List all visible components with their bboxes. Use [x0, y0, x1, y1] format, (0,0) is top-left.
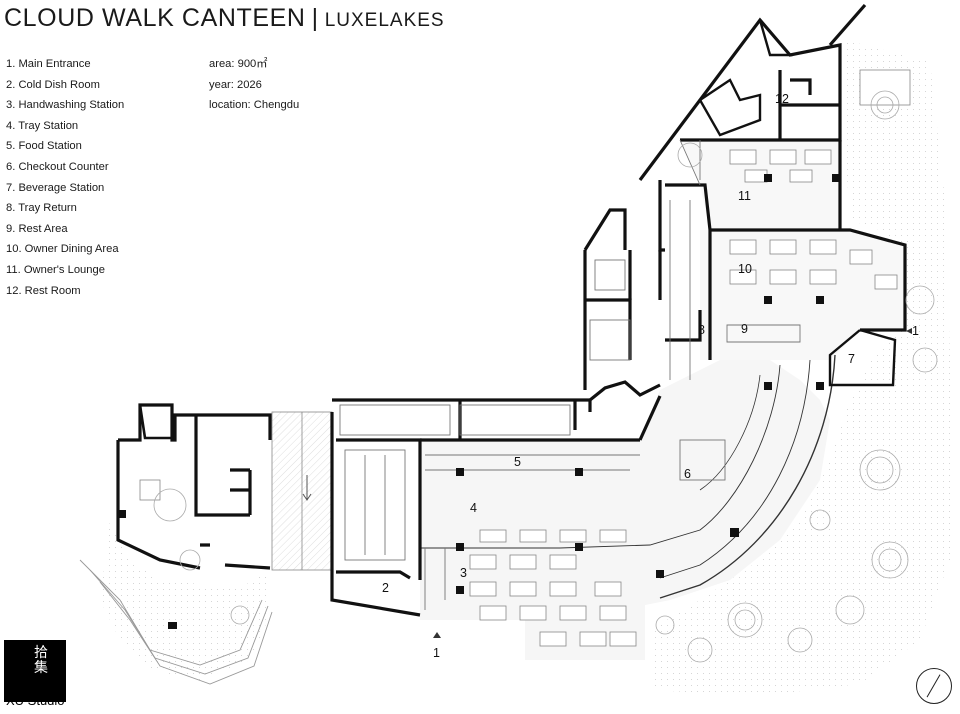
planting-and-round-tables: [153, 90, 938, 663]
room-label-entrance-east: 1: [912, 324, 919, 338]
entrance-arrow-south-icon: [433, 632, 441, 638]
dining-tables: [139, 69, 911, 647]
info-location: location: Chengdu: [209, 99, 300, 112]
room-label-rest-area: 9: [741, 322, 748, 336]
studio-name: XU Studio: [6, 693, 65, 708]
room-label-checkout: 6: [684, 467, 691, 481]
room-label-tray-station: 4: [470, 501, 477, 515]
room-label-entrance-south: 1: [433, 646, 440, 660]
title-main: CLOUD WALK CANTEEN: [4, 4, 306, 32]
entrance-arrow-east-icon: [906, 328, 912, 334]
legend-item: 6. Checkout Counter: [6, 160, 109, 173]
room-label-tray-return: 8: [698, 323, 705, 337]
room-label-owner-dining: 10: [738, 262, 752, 276]
info-year: year: 2026: [209, 78, 262, 91]
legend-item: 11. Owner's Lounge: [6, 263, 105, 276]
curved-facade: [420, 354, 836, 599]
legend-item: 2. Cold Dish Room: [6, 78, 100, 91]
project-info: area: 900㎡ year: 2026 location: Chengdu: [209, 54, 299, 116]
landscape-paving: [79, 40, 952, 696]
room-legend: 1. Main Entrance 2. Cold Dish Room 3. Ha…: [6, 54, 124, 301]
legend-item: 4. Tray Station: [6, 119, 79, 132]
room-label-owner-lounge: 11: [738, 189, 751, 203]
room-label-rest-room: 12: [775, 92, 789, 106]
title-sub: LUXELAKES: [324, 10, 445, 31]
info-area: area: 900㎡: [209, 58, 268, 70]
title-separator: |: [311, 4, 319, 32]
legend-item: 9. Rest Area: [6, 222, 68, 235]
room-numbers: 1 1 2 3 4 5 6 7 8 9 10 11 12: [382, 92, 919, 660]
room-label-handwash: 3: [460, 566, 467, 580]
legend-item: 10. Owner Dining Area: [6, 243, 119, 256]
legend-item: 1. Main Entrance: [6, 58, 91, 70]
entrance-arrows: [433, 328, 912, 638]
legend-item: 5. Food Station: [6, 140, 82, 153]
room-label-cold-dish: 2: [382, 581, 389, 595]
drawing-title: CLOUD WALK CANTEEN|LUXELAKES: [4, 4, 445, 33]
room-label-beverage: 7: [848, 352, 855, 366]
north-arrow-icon: [916, 668, 952, 704]
room-label-food-station: 5: [514, 455, 521, 469]
legend-item: 8. Tray Return: [6, 202, 77, 215]
north-arrow-needle: [926, 674, 941, 698]
logo-glyph: 拾集: [34, 645, 48, 676]
legend-item: 3. Handwashing Station: [6, 99, 125, 112]
legend-item: 7. Beverage Station: [6, 181, 105, 194]
legend-item: 12. Rest Room: [6, 284, 81, 297]
structural-columns: [118, 174, 840, 629]
xu-studio-logo-icon: 拾集: [4, 640, 66, 702]
partitions: [339, 139, 801, 610]
